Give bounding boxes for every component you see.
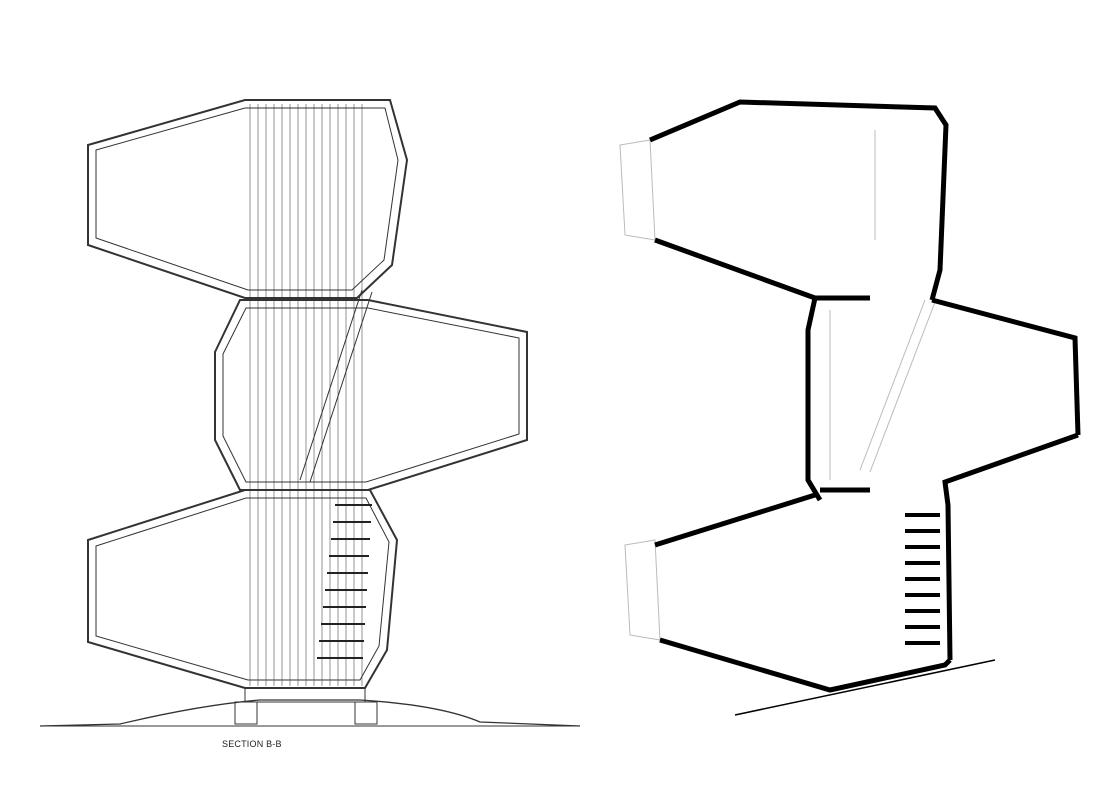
- middle-roof: [931, 297, 1081, 436]
- ladder: [309, 291, 373, 483]
- faint-ladder: [859, 299, 926, 471]
- middle-pod: [214, 299, 528, 491]
- pier-right: [354, 701, 378, 725]
- ladder: [299, 289, 363, 481]
- section-caption: SECTION B-B: [222, 739, 282, 749]
- axon-stairs: [905, 513, 940, 645]
- core-left-wall: [805, 297, 823, 502]
- pier-left: [234, 701, 258, 725]
- core-stripes: [249, 104, 363, 686]
- faint-ladder: [869, 301, 936, 473]
- ground-line: [734, 659, 996, 716]
- middle-floor: [942, 432, 1079, 661]
- upper-pod-inner: [95, 107, 399, 291]
- lower-pod: [87, 489, 399, 689]
- section-drawing: [39, 99, 581, 727]
- middle-pod-inner: [222, 307, 520, 483]
- ground-hill: [39, 699, 581, 727]
- stairs: [317, 504, 372, 659]
- lower-floor: [659, 637, 952, 693]
- axonometric-drawing: [619, 99, 1081, 716]
- upper-floor: [654, 237, 870, 301]
- faint-upper-pod: [619, 139, 656, 241]
- upper-roof: [649, 99, 949, 301]
- lower-pod-inner: [95, 497, 390, 681]
- upper-pod: [87, 99, 409, 299]
- lower-roof: [654, 492, 816, 548]
- foundation: [244, 687, 366, 703]
- faint-lower-pod: [624, 539, 661, 641]
